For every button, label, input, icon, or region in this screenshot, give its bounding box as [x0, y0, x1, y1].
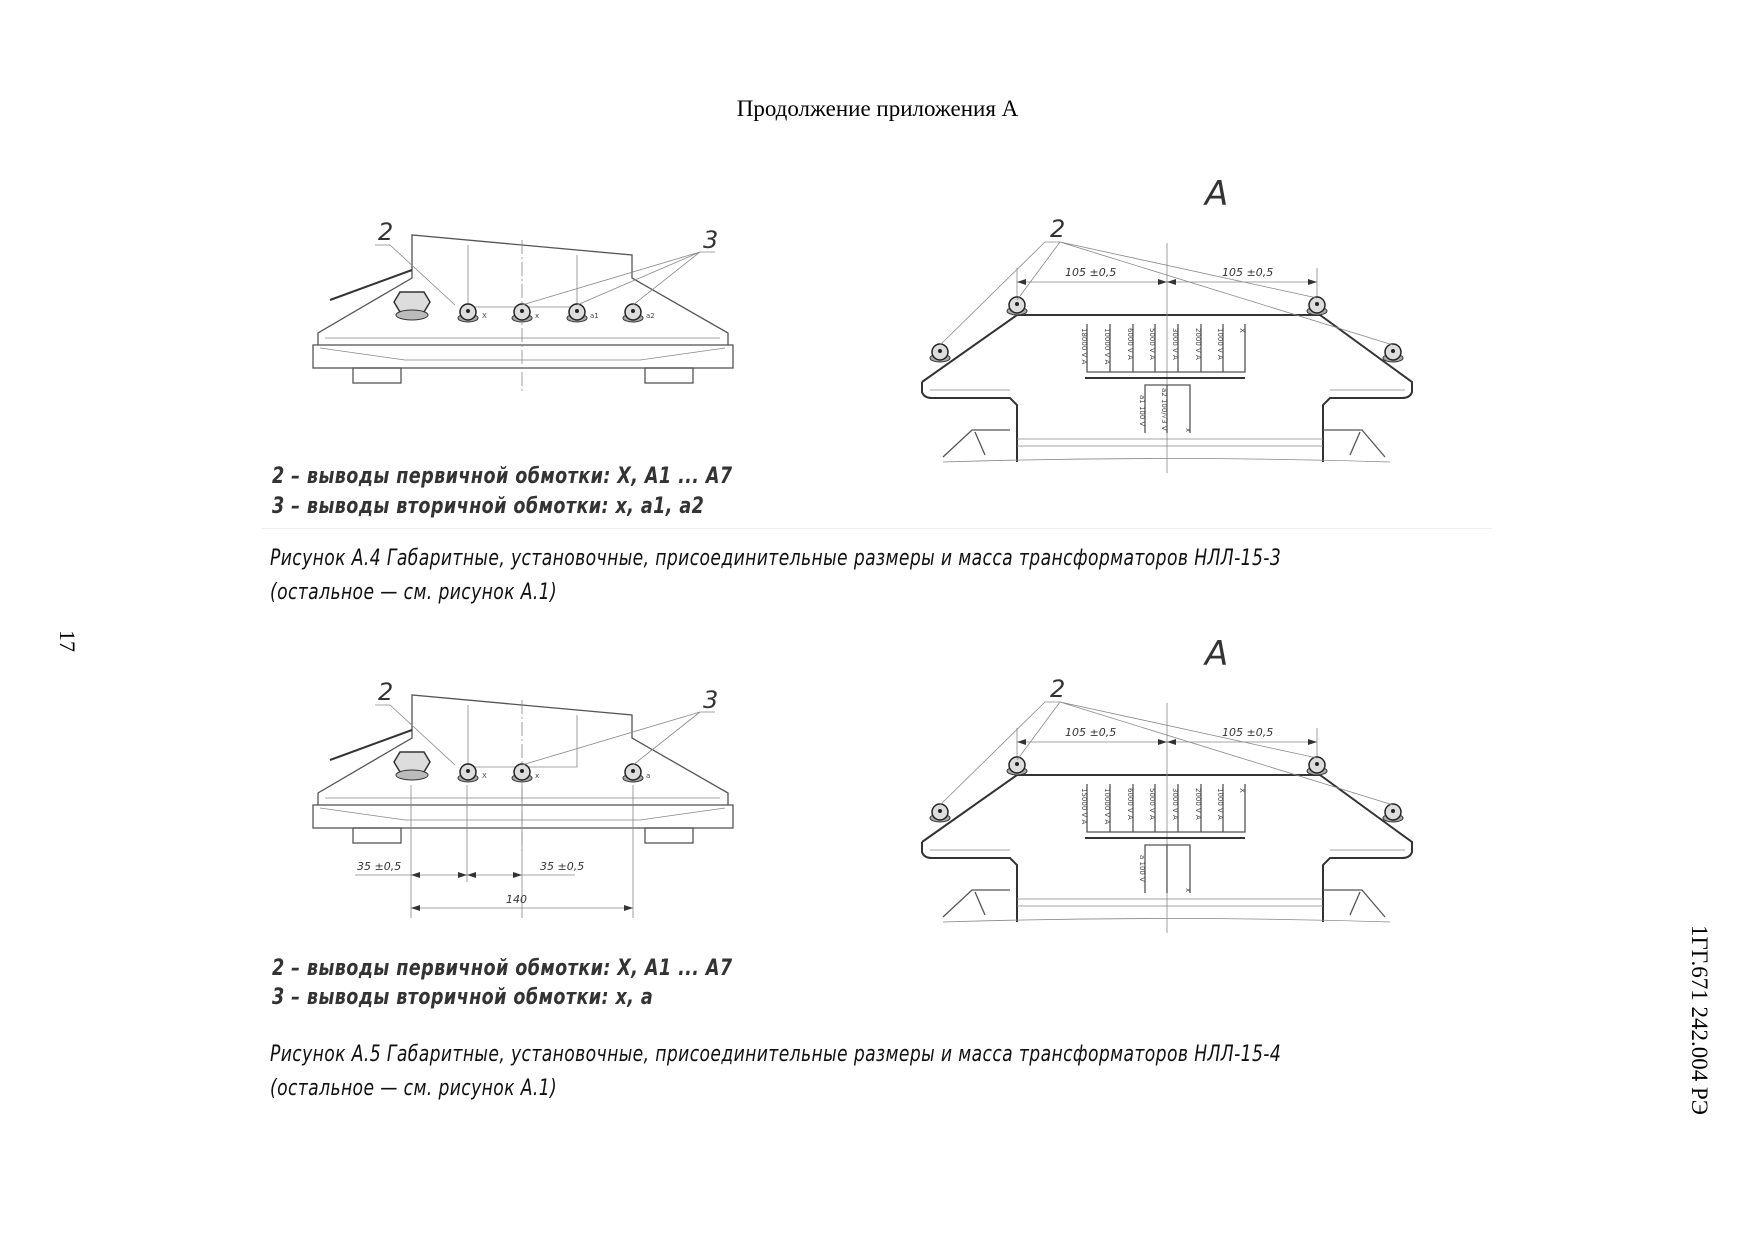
figure-caption-note: (остальное — см. рисунок А.1)	[270, 1076, 558, 1101]
view-label: А	[1203, 174, 1228, 214]
tap-label: 5000 V A	[1148, 788, 1156, 820]
tap-label: 3000 V A	[1171, 328, 1179, 360]
tap-label: 2000 V A	[1194, 328, 1202, 360]
terminal-label: a2	[646, 312, 655, 320]
callout-primary: 2	[378, 678, 393, 706]
callout-secondary: 3	[703, 686, 718, 714]
tap-label: 6000 V A	[1126, 328, 1134, 360]
dimension-right: 35 ±0,5	[540, 860, 584, 873]
dimension-total: 140	[506, 893, 527, 906]
tap-label: 5000 V A	[1148, 328, 1156, 360]
tap-label: X	[1238, 788, 1246, 793]
legend-primary: 2 – выводы первичной обмотки: X, A1 ... …	[272, 464, 733, 489]
figure-a5-front-view: 2 3 X x a 35 ±0,5 35 ±0,5 140	[312, 678, 734, 918]
figure-caption: Рисунок А.4 Габаритные, установочные, пр…	[270, 546, 1282, 571]
callout-primary: 2	[1050, 675, 1065, 703]
tap-label: X	[1238, 328, 1246, 333]
dimension-left: 35 ±0,5	[357, 860, 401, 873]
tap-label: 10000 V A	[1103, 328, 1111, 365]
terminal-label: X	[482, 312, 487, 320]
view-label: А	[1203, 634, 1228, 674]
tap-label: 1000 V A	[1216, 788, 1224, 820]
tap-label: a1 100 V	[1138, 395, 1146, 427]
tap-label: 2000 V A	[1194, 788, 1202, 820]
page-title: Продолжение приложения А	[736, 96, 1019, 121]
legend-primary: 2 – выводы первичной обмотки: X, A1 ... …	[272, 956, 733, 981]
tap-label: 6000 V A	[1126, 788, 1134, 820]
dimension-left: 105 ±0,5	[1065, 726, 1116, 739]
figure-caption-note: (остальное — см. рисунок А.1)	[270, 580, 558, 605]
terminal-label: x	[535, 312, 539, 320]
tap-label: a2 100/√3 V	[1160, 388, 1168, 431]
legend-secondary: 3 – выводы вторичной обмотки: x, a	[272, 985, 654, 1010]
callout-primary: 2	[1050, 215, 1065, 243]
tap-label: x	[1184, 888, 1192, 892]
tap-label: 15000 V A	[1080, 788, 1088, 825]
figure-a4-front-view: 2 3 X x a1 a2	[312, 218, 734, 393]
figure-caption: Рисунок А.5 Габаритные, установочные, пр…	[270, 1042, 1282, 1067]
tap-label: 1000 V A	[1216, 328, 1224, 360]
divider	[262, 528, 1492, 529]
terminal-label: X	[482, 772, 487, 780]
terminal-label: a1	[590, 312, 599, 320]
terminal-label: x	[535, 772, 539, 780]
terminal-label: a	[646, 772, 650, 780]
callout-secondary: 3	[703, 226, 718, 254]
tap-label: 10000 V A	[1103, 788, 1111, 825]
tap-label: x	[1184, 428, 1192, 432]
dimension-left: 105 ±0,5	[1065, 266, 1116, 279]
tap-label: 18000 V A	[1080, 328, 1088, 365]
legend-secondary: 3 – выводы вторичной обмотки: x, a1, a2	[272, 494, 705, 519]
figure-a4-view-a: А 2 105 ±0,5 105 ±0,5 18000 V A 10000 V …	[922, 174, 1412, 473]
figure-a5-view-a: А 2 105 ±0,5 105 ±0,5 15000 V A 10000 V …	[922, 634, 1412, 933]
dimension-right: 105 ±0,5	[1222, 726, 1273, 739]
callout-primary: 2	[378, 218, 393, 246]
tap-label: 3000 V A	[1171, 788, 1179, 820]
dimension-right: 105 ±0,5	[1222, 266, 1273, 279]
tap-label: a 100 V	[1138, 855, 1146, 882]
